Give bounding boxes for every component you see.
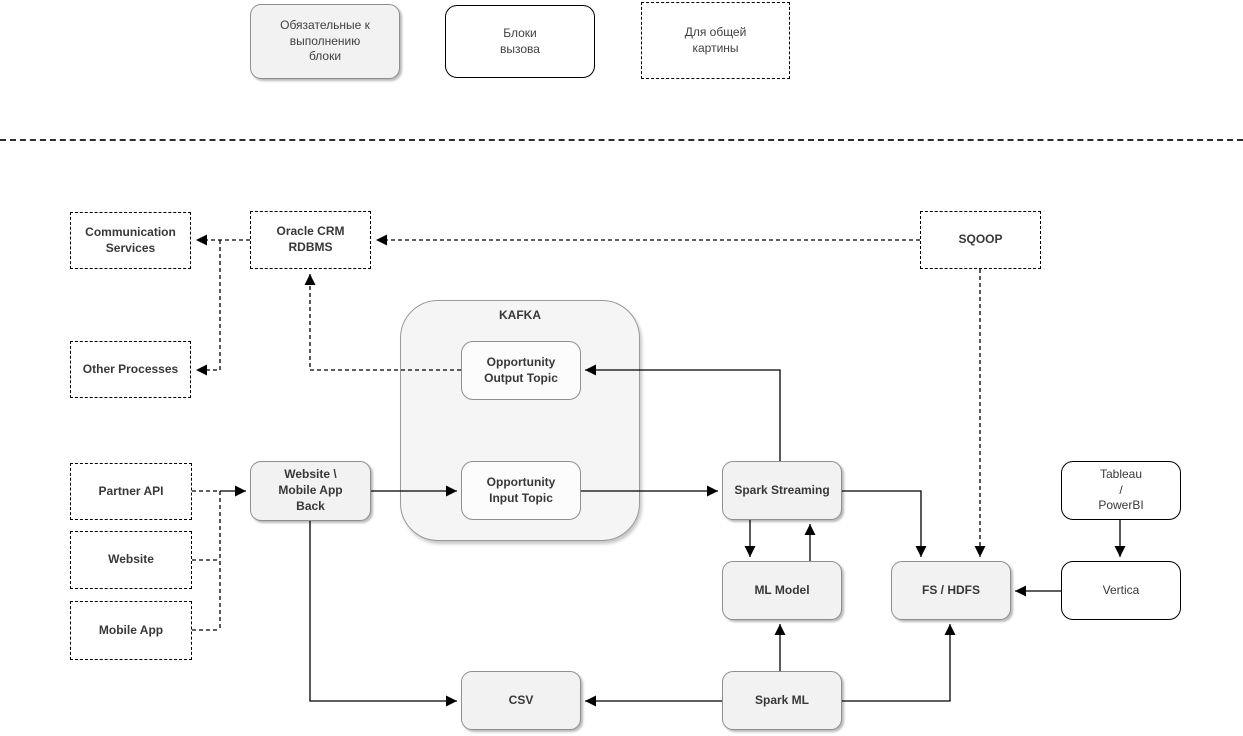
- legend-context-blocks-label: картины: [692, 40, 739, 55]
- node-vertica-label: Vertica: [1102, 582, 1140, 597]
- node-sqoop: SQOOP: [920, 211, 1041, 269]
- node-website-mobile-app-back-label: Back: [296, 498, 325, 513]
- node-communication-services-label: Communication: [85, 224, 176, 239]
- node-oracle-crm-rdbms-label: Oracle CRM: [276, 224, 345, 239]
- node-website-mobile-app-back-label: Mobile App: [278, 483, 343, 498]
- node-spark-ml-label: Spark ML: [754, 692, 809, 707]
- node-other-processes: Other Processes: [70, 341, 191, 398]
- node-other-processes-label: Other Processes: [82, 361, 179, 376]
- legend-call-blocks-label: вызова: [500, 41, 540, 56]
- node-ml-model: ML Model: [722, 561, 842, 620]
- node-spark-streaming: Spark Streaming: [722, 461, 842, 520]
- node-kafka-label: KAFKA: [499, 308, 541, 322]
- node-website-label: Website: [108, 552, 154, 567]
- node-partner-api: Partner API: [70, 463, 192, 520]
- edge-webback-to-csv: [309, 521, 457, 707]
- node-oracle-crm-rdbms-label: RDBMS: [288, 240, 333, 254]
- node-spark-streaming-label: Spark Streaming: [734, 482, 830, 497]
- node-tableau-powerbi-label: /: [1119, 482, 1123, 497]
- legend-mandatory-blocks-label: блоки: [308, 49, 342, 64]
- node-partner-api-label: Partner API: [98, 483, 164, 498]
- node-csv-label: CSV: [508, 692, 534, 707]
- node-fs-hdfs: FS / HDFS: [891, 561, 1011, 620]
- legend-mandatory-blocks-label: Обязательные к: [280, 17, 370, 32]
- node-spark-ml: Spark ML: [722, 671, 842, 730]
- node-opportunity-input-topic-label: Opportunity: [486, 474, 556, 489]
- node-fs-hdfs-label: FS / HDFS: [921, 582, 980, 597]
- node-opportunity-input-topic-label: Input Topic: [489, 490, 553, 505]
- node-ml-model-label: ML Model: [754, 582, 810, 597]
- edge-spark-ml-to-fs-hdfs: [842, 624, 956, 702]
- node-mobile-app: Mobile App: [70, 601, 192, 660]
- node-website-mobile-app-back-label: Website \: [284, 467, 337, 482]
- edge-spark-streaming-to-fs-hdfs: [842, 490, 927, 557]
- node-tableau-powerbi-label: PowerBI: [1098, 498, 1144, 513]
- node-communication-services-label: Services: [105, 240, 156, 255]
- node-tableau-powerbi: Tableau/PowerBI: [1061, 461, 1181, 520]
- node-sqoop-label: SQOOP: [958, 232, 1003, 247]
- legend-context-blocks-label: Для общей: [684, 24, 747, 39]
- legend-mandatory-blocks-label: выполнению: [289, 33, 361, 48]
- legend-call-blocks-label: Блоки: [503, 25, 537, 40]
- section-divider-line: [0, 139, 1243, 141]
- node-vertica: Vertica: [1061, 561, 1181, 620]
- node-mobile-app-label: Mobile App: [98, 622, 164, 637]
- edge-branch-to-other-processes: [196, 240, 221, 376]
- node-opportunity-output-topic-label: Opportunity: [486, 354, 556, 369]
- node-csv: CSV: [461, 671, 581, 730]
- node-website: Website: [70, 531, 192, 589]
- node-opportunity-output-topic-label: Output Topic: [484, 370, 558, 385]
- node-tableau-powerbi-label: Tableau: [1099, 466, 1143, 481]
